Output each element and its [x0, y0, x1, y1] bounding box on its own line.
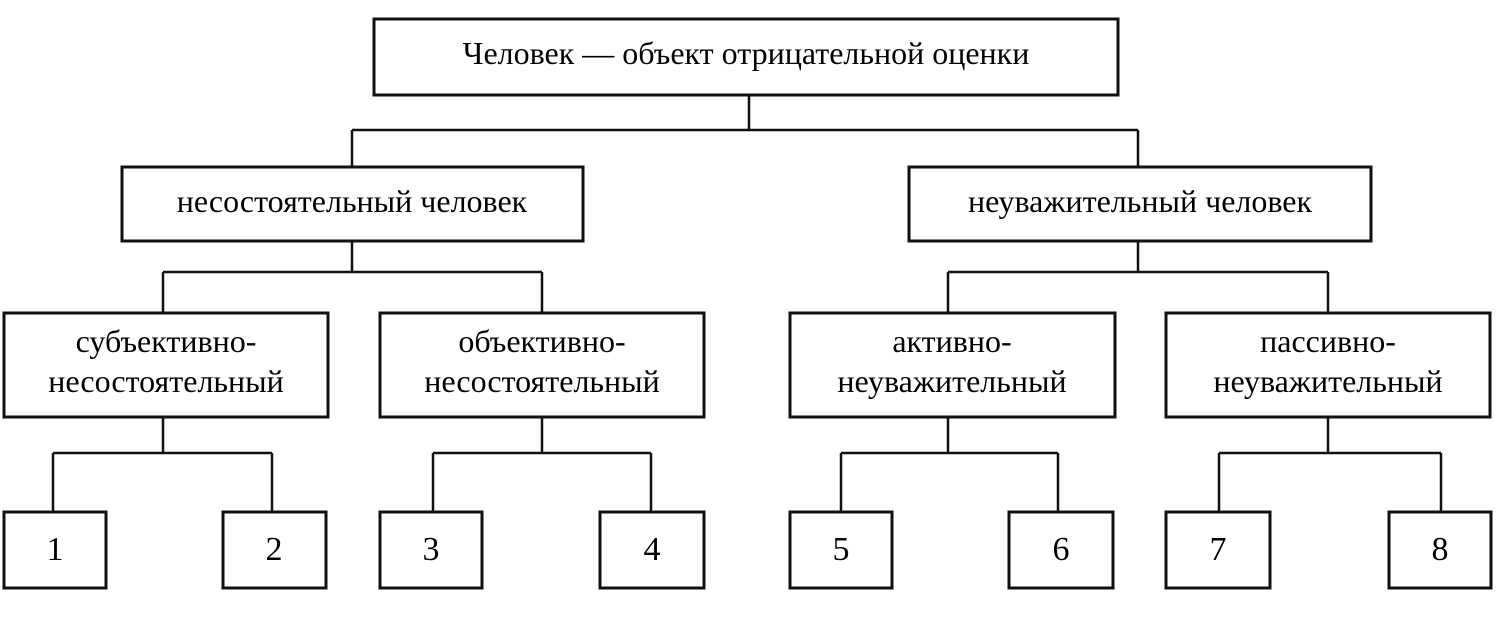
node-label-line1: пассивно- — [1260, 323, 1396, 359]
node-label: несостоятельный человек — [177, 183, 528, 219]
leaf-node: 6 — [1007, 510, 1115, 590]
leaf-label: 5 — [833, 531, 850, 568]
leaf-node: 4 — [598, 510, 706, 590]
connectors-root — [350, 95, 1140, 167]
node-label-line1: активно- — [892, 323, 1011, 359]
connectors-level2 — [51, 417, 1443, 512]
leaf-label: 4 — [644, 531, 661, 568]
leaf-node: 8 — [1387, 510, 1493, 590]
node-label-line2: несостоятельный — [424, 363, 660, 399]
leaf-label: 6 — [1053, 531, 1070, 568]
leaf-node: 3 — [378, 510, 484, 590]
leaf-node: 1 — [2, 510, 108, 590]
node-insolvent-person: несостоятельный человек — [120, 165, 585, 243]
root-node: Человек — объект отрицательной оценки — [372, 17, 1120, 97]
leaf-label: 7 — [1210, 531, 1227, 568]
node-active-disrespectful: активно- неуважительный — [788, 311, 1117, 419]
node-label: неуважительный человек — [968, 183, 1313, 219]
node-subjective-insolvent: субъективно- несостоятельный — [2, 311, 330, 419]
leaf-node: 7 — [1164, 510, 1272, 590]
node-disrespectful-person: неуважительный человек — [907, 165, 1373, 243]
node-label-line2: неуважительный — [1213, 363, 1442, 399]
node-label-line2: несостоятельный — [48, 363, 284, 399]
node-passive-disrespectful: пассивно- неуважительный — [1164, 311, 1492, 419]
leaf-label: 3 — [423, 531, 440, 568]
leaf-label: 8 — [1432, 531, 1449, 568]
node-objective-insolvent: объективно- несостоятельный — [378, 311, 706, 419]
leaf-label: 1 — [47, 531, 64, 568]
node-label-line2: неуважительный — [837, 363, 1066, 399]
connectors-level1 — [161, 241, 1330, 313]
root-label: Человек — объект отрицательной оценки — [463, 35, 1030, 71]
leaf-node: 2 — [221, 510, 328, 590]
leaf-label: 2 — [266, 531, 283, 568]
node-label-line1: субъективно- — [76, 323, 257, 359]
leaf-node: 5 — [788, 510, 894, 590]
node-label-line1: объективно- — [458, 323, 625, 359]
